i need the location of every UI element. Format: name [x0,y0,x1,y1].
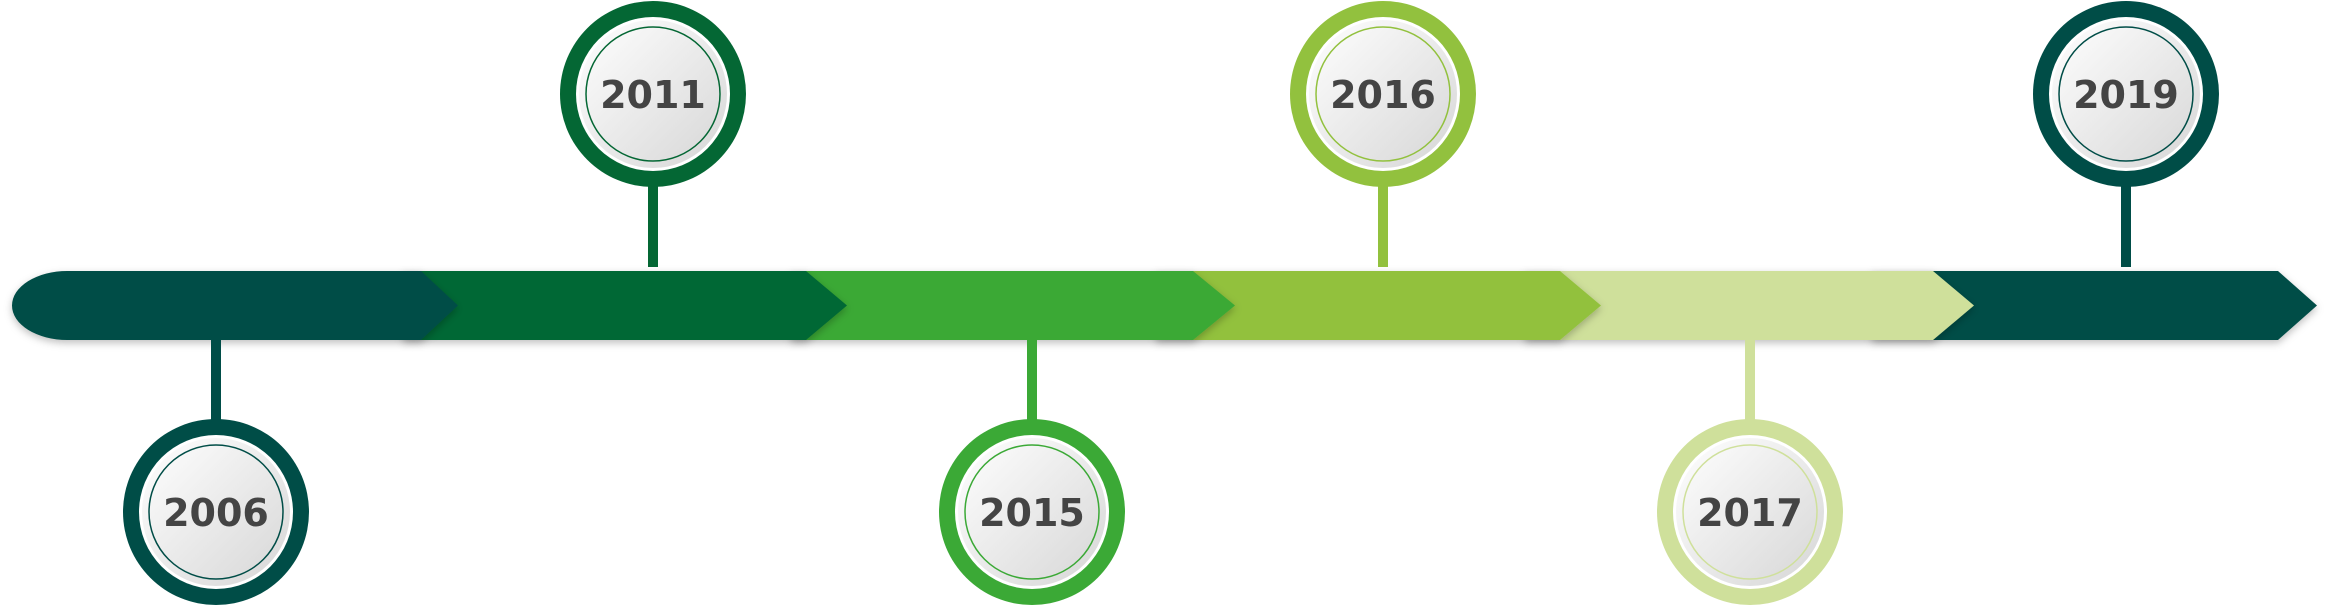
connector-stem [648,180,658,267]
connector-stem [1745,340,1755,425]
milestone-year-label: 2011 [600,73,706,117]
connector-stem [211,340,221,425]
milestone-inner-line [585,26,721,162]
timeline-segment-2019 [1872,271,2317,340]
milestone-2016: 2016 [1290,1,1476,267]
milestone-disc [142,438,290,586]
milestone-year-label: 2019 [2073,73,2179,117]
timeline-segment-2015 [791,271,1235,340]
milestone-2006: 2006 [123,340,309,605]
timeline-bar [11,271,2317,340]
milestone-disc [1676,438,1824,586]
milestone-inner-line [1315,26,1451,162]
connector-stem [1378,180,1388,267]
milestone-2019: 2019 [2033,1,2219,267]
milestone-year-label: 2006 [163,491,269,535]
timeline-segment-2016 [1156,271,1601,340]
milestone-inner-line [2058,26,2194,162]
milestone-2017: 2017 [1657,340,1843,605]
milestone-year-label: 2015 [979,491,1085,535]
milestone-2015: 2015 [939,340,1125,605]
milestone-inner-line [148,444,284,580]
connector-stem [1027,340,1037,425]
timeline-segment-2017 [1525,271,1974,340]
milestone-inner-line [1682,444,1818,580]
milestone-year-label: 2016 [1330,73,1436,117]
milestone-inner-line [964,444,1100,580]
milestone-disc [2052,20,2200,168]
connector-stem [2121,180,2131,267]
timeline-segment-2011 [403,271,847,340]
milestone-disc [579,20,727,168]
milestone-2011: 2011 [560,1,746,267]
milestone-year-label: 2017 [1697,491,1803,535]
milestone-disc [1309,20,1457,168]
milestone-disc [958,438,1106,586]
timeline-segment-2006 [11,271,458,340]
timeline-milestones: 2006 2011 2015 2016 2017 2019 [123,1,2219,605]
